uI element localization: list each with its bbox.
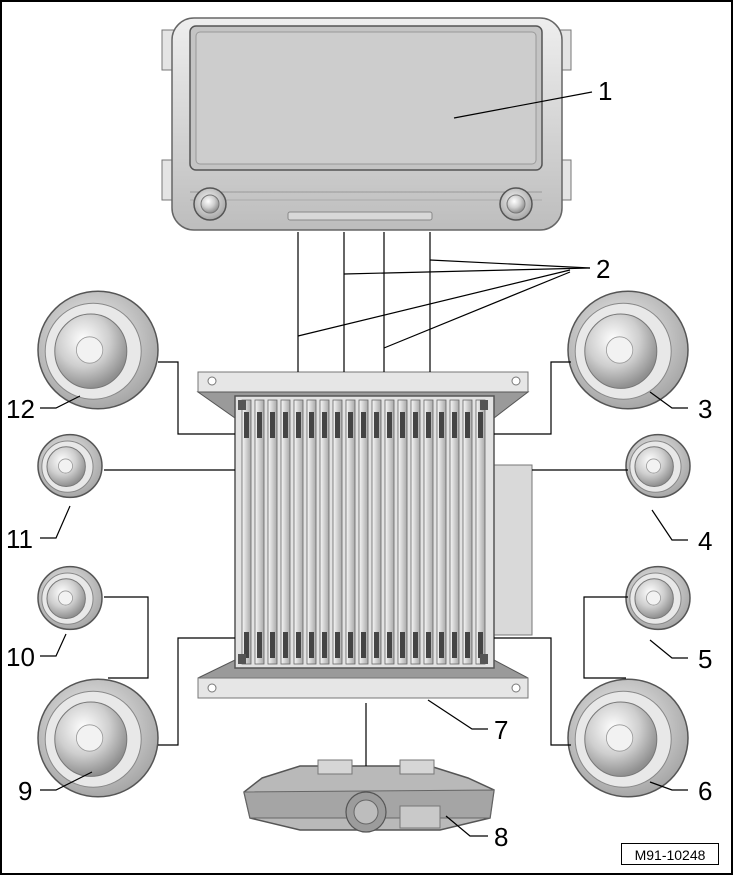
- callout-4: 4: [698, 526, 712, 556]
- callout-5: 5: [698, 644, 712, 674]
- callout-11: 11: [6, 524, 33, 554]
- tweeter-rear-left: [37, 565, 103, 631]
- callout-12: 12: [6, 394, 35, 424]
- subwoofer: [243, 759, 495, 833]
- callout-9: 9: [18, 776, 32, 806]
- display-head-unit: [161, 17, 572, 231]
- woofer-rear-right: [567, 678, 689, 798]
- callout-10: 10: [6, 642, 35, 672]
- amplifier: [196, 371, 533, 699]
- midrange-front-left: [37, 433, 103, 499]
- callout-1: 1: [598, 76, 612, 106]
- callout-6: 6: [698, 776, 712, 806]
- leader-lines: [40, 91, 688, 837]
- callout-3: 3: [698, 394, 712, 424]
- callout-2: 2: [596, 254, 610, 284]
- wiring-connections: [104, 232, 628, 766]
- woofer-front-left: [37, 290, 159, 410]
- callout-7: 7: [494, 715, 508, 745]
- callout-8: 8: [494, 822, 508, 852]
- woofer-rear-left: [37, 678, 159, 798]
- midrange-front-right: [625, 433, 691, 499]
- figure-reference: M91-10248: [621, 843, 719, 865]
- tweeter-rear-right: [625, 565, 691, 631]
- woofer-front-right: [567, 290, 689, 410]
